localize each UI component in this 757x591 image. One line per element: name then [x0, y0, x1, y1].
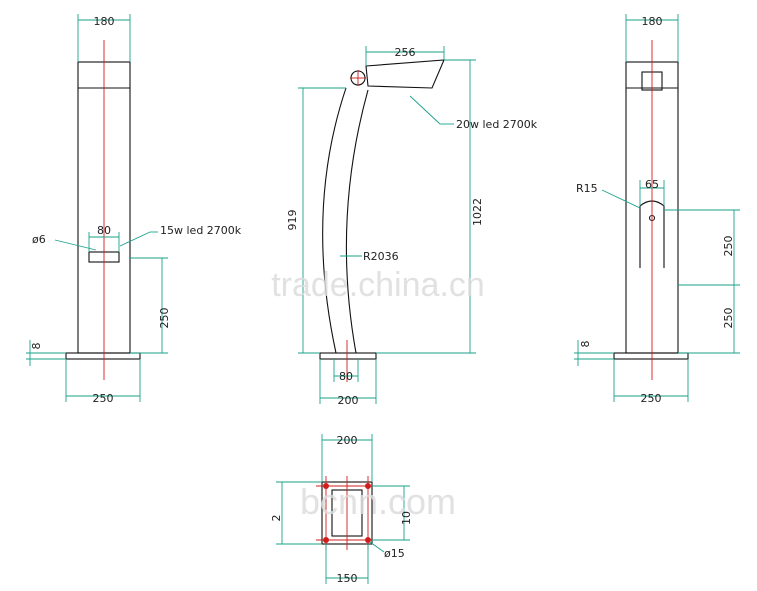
front-hole-diameter-label: ø6: [32, 233, 46, 246]
rear-slot-width-label: 65: [645, 178, 659, 191]
side-dim-height-right: 1022: [376, 59, 484, 354]
front-view: 180 80 ø6 15w led 2700k 250: [26, 14, 242, 405]
rear-dim-lower-height: 250: [678, 285, 740, 354]
rear-upper-height-label: 250: [722, 236, 735, 257]
plan-hole-callout: ø15: [369, 541, 405, 560]
side-base-plate: [319, 352, 377, 360]
side-base-width-label: 200: [338, 394, 359, 407]
plan-bolt-hole-tr: [365, 483, 371, 489]
side-foot-width-label: 80: [339, 370, 353, 383]
plan-dim-bolt-spacing: 150: [325, 544, 369, 585]
side-dim-head-width: 256: [365, 46, 445, 66]
plan-hole-diameter-label: ø15: [384, 547, 405, 560]
rear-dim-base-width: 250: [613, 359, 689, 405]
front-hole-callout: ø6: [32, 233, 97, 251]
watermark-trade-china: trade.china.cn: [271, 266, 485, 304]
rear-base-width-label: 250: [641, 392, 662, 405]
side-post-right-edge: [345, 89, 369, 354]
plan-dim-outer-height: 2: [270, 481, 322, 545]
side-led-spec-label: 20w led 2700k: [456, 118, 538, 131]
plan-dim-outer-width: 200: [321, 434, 373, 482]
side-radius-label: R2036: [363, 250, 399, 263]
front-led-callout: 15w led 2700k: [119, 224, 242, 247]
rear-top-width-label: 180: [642, 15, 663, 28]
rear-dim-base-thickness: 8: [574, 340, 614, 366]
plan-bolt-hole-tl: [323, 483, 329, 489]
rear-view: 180 R15 65 250 250: [574, 14, 740, 405]
side-view: 256 20w led 2700k 919 1022 R2036: [286, 46, 538, 407]
rear-dim-top-width: 180: [625, 14, 679, 62]
front-dim-top-width: 180: [77, 14, 131, 62]
plan-inner-height-label: 10: [400, 511, 413, 525]
front-dim-base-thickness: 8: [26, 340, 66, 366]
side-head-width-label: 256: [395, 46, 416, 59]
side-height-right-label: 1022: [471, 198, 484, 226]
rear-base-thickness-label: 8: [579, 341, 592, 348]
front-base-thickness-label: 8: [30, 343, 43, 350]
front-fixture-width-label: 80: [97, 224, 111, 237]
front-base-width-label: 250: [93, 392, 114, 405]
plan-view: 200 2 10 ø15 150: [270, 434, 413, 585]
front-base-plate: [65, 352, 141, 360]
rear-dim-upper-height: 250: [664, 209, 740, 286]
side-dim-base-width: 200: [319, 359, 377, 407]
front-dim-upper-height: 250: [130, 257, 171, 354]
front-led-spec-label: 15w led 2700k: [160, 224, 242, 237]
side-height-left-label: 919: [286, 210, 299, 231]
plan-outer-height-label: 2: [270, 515, 283, 522]
rear-lower-height-label: 250: [722, 308, 735, 329]
plan-dim-inner-height: 10: [372, 485, 413, 541]
rear-corner-radius-label: R15: [576, 182, 598, 195]
plan-bolt-hole-bl: [323, 537, 329, 543]
side-led-callout: 20w led 2700k: [409, 95, 538, 131]
rear-base-plate: [613, 352, 689, 360]
side-radius-callout: R2036: [340, 250, 399, 263]
rear-corner-radius-callout: R15: [576, 182, 641, 209]
plan-outer-width-label: 200: [337, 434, 358, 447]
side-lamp-head: [365, 59, 445, 89]
plan-bolt-hole-br: [365, 537, 371, 543]
front-upper-height-label: 250: [158, 308, 171, 329]
rear-dim-slot-width: 65: [639, 178, 665, 206]
front-top-width-label: 180: [94, 15, 115, 28]
plan-bolt-spacing-label: 150: [337, 572, 358, 585]
side-dim-height-left: 919: [286, 87, 346, 354]
watermark-bcnn: bcnn.com: [300, 481, 456, 522]
front-dim-base-width: 250: [65, 359, 141, 405]
side-dim-foot-width: 80: [333, 359, 359, 383]
side-post-left-edge: [322, 87, 347, 354]
